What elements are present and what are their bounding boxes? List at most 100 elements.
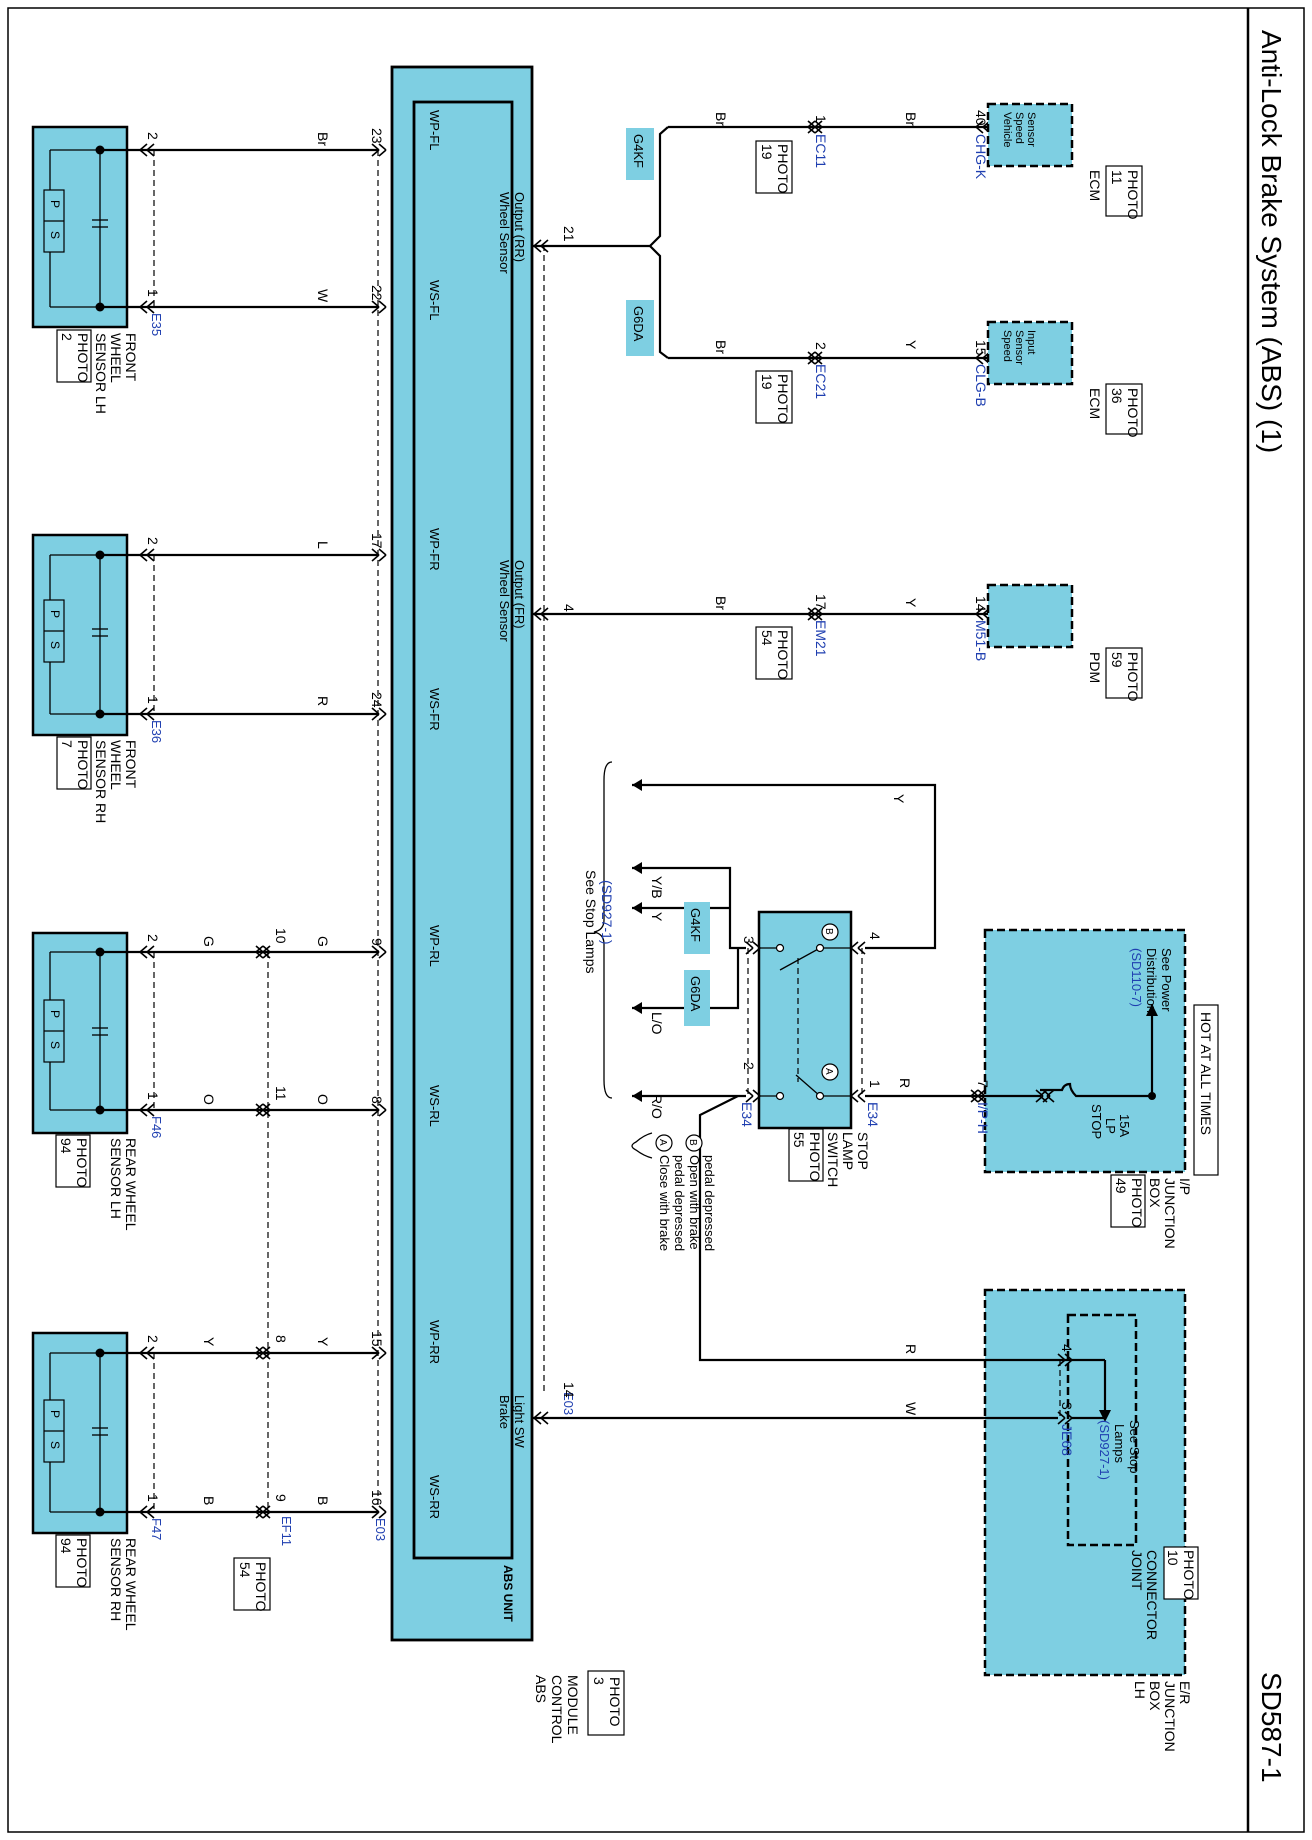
abs-pin-label-wp-rl: WP-RL (427, 925, 442, 967)
ecm2-pin: 15 (973, 340, 989, 356)
switch-name-2: LAMP (840, 1132, 856, 1170)
abs-module-name-1: ABS (533, 1675, 549, 1703)
front-wheel-sensor-lh: P S (31, 125, 129, 329)
pdm-wire-in: Y (903, 598, 919, 608)
er-pin-3: 3 (1059, 1402, 1075, 1410)
switch-wire-yb: Y/B (649, 876, 665, 899)
ef11-photo: PHOTO (253, 1562, 269, 1612)
abs-photo-box (587, 1670, 625, 1736)
fl-top-pin: 2 (145, 132, 161, 140)
pdm-em-photo-num: 54 (759, 630, 775, 646)
rr-bot-mid-wire: B (315, 1496, 331, 1505)
ecm1-inside-1: Vehicle (1001, 112, 1013, 147)
er-photo-num: 10 (1165, 1550, 1181, 1566)
abs-photo-num: 3 (591, 1677, 607, 1685)
ecm1-wire-in: Br (903, 112, 919, 126)
variant-g4kf-tag (626, 128, 654, 180)
switch-connector-top: E34 (865, 1102, 881, 1127)
ip-fuse-1: STOP (1089, 1104, 1104, 1139)
sensor-fl-s: S (48, 231, 62, 239)
sensor-rl-name-1: REAR WHEEL (123, 1138, 139, 1231)
ef11-connector: EF11 (279, 1516, 294, 1546)
legend-b-text-2: pedal depressed (702, 1155, 717, 1251)
abs-brake-sw-label-1: Brake (497, 1395, 512, 1429)
front-wheel-sensor-rh: P S (31, 533, 129, 737)
rr-top-wire: Y (201, 1337, 217, 1347)
abs-pin-label-ws-fr: WS-FR (427, 688, 442, 731)
ef11-photo-box (233, 1557, 271, 1611)
switch-pin-1: 1 (867, 1080, 883, 1088)
fl-top-wire: Br (315, 132, 331, 146)
pdm-wire-out: Br (713, 596, 729, 610)
abs-pin-14: 14 (561, 1382, 577, 1398)
sensor-fr-connector: E36 (149, 720, 164, 743)
abs-pin-label-ws-rl: WS-RL (427, 1085, 442, 1127)
abs-pin-label-wp-fr: WP-FR (427, 528, 442, 571)
pdm-photo-num: 59 (1109, 652, 1125, 668)
ecm2-body (986, 320, 1074, 386)
rr-top-mid-wire: Y (315, 1337, 331, 1347)
rr-top-mid-pin: 8 (273, 1335, 289, 1343)
sensor-rr-name-1: REAR WHEEL (123, 1538, 139, 1631)
abs-fr-output-label-2: Output (FR) (512, 560, 527, 629)
sensor-rl-s: S (48, 1041, 62, 1049)
ecm1-ec-pin: 1 (813, 115, 829, 123)
fr-bot-pin: 1 (145, 696, 161, 704)
abs-pin-label-wp-rr: WP-RR (427, 1320, 442, 1364)
fr-top-pin: 2 (145, 537, 161, 545)
er-name-2: JUNCTION (1162, 1681, 1178, 1752)
switch-name-1: STOP (855, 1132, 871, 1170)
ecm2-ec-photo: PHOTO (775, 374, 791, 424)
pdm-em-photo: PHOTO (775, 630, 791, 680)
rr-top-abs-pin: 15 (369, 1331, 385, 1347)
ecm2-wire-in: Y (903, 340, 919, 350)
abs-rr-output-label-1: Wheel Sensor (497, 192, 512, 274)
ecm1-name: ECM (1087, 170, 1103, 201)
ecm1-photo-num: 11 (1109, 170, 1125, 185)
ecm1-ec-photo-num: 19 (759, 144, 775, 160)
sensor-rr-connector: F47 (149, 1518, 164, 1540)
sensor-fr-p: P (48, 610, 62, 618)
pdm-em-connector: EM21 (813, 620, 829, 657)
rl-bot-pin: 1 (145, 1092, 161, 1100)
ip-photo: PHOTO (1129, 1178, 1145, 1228)
ecm2-ec-photo-num: 19 (759, 374, 775, 390)
page-frame (7, 7, 1305, 1833)
sensor-fl-name-1: FRONT (123, 333, 139, 382)
rr-bot-pin: 1 (145, 1494, 161, 1502)
sensor-fr-name-2: WHEEL (108, 740, 124, 790)
abs-rr-output-label-2: Output (RR) (512, 192, 527, 262)
ecm2-inside-2: Sensor (1013, 330, 1025, 365)
sensor-fr-photo-num: 7 (59, 740, 75, 748)
ip-see-power-2: Distribution (1144, 948, 1159, 1013)
ecm1-connector: CHG-K (973, 134, 989, 180)
rl-bot-mid-wire: O (315, 1094, 331, 1105)
abs-fr-output-label-1: Wheel Sensor (497, 560, 512, 642)
ecm2-wire-out: Br (713, 340, 729, 354)
fl-bot-pin: 1 (145, 289, 161, 297)
switch-wire-ro: R/O (649, 1094, 665, 1119)
sensor-fr-name-1: FRONT (123, 740, 139, 789)
ecm1-ec-connector: EC11 (813, 134, 829, 168)
variant-g6da: G6DA (631, 306, 646, 342)
ip-name-2: JUNCTION (1162, 1178, 1178, 1249)
rr-bot-mid-pin: 9 (273, 1494, 289, 1502)
hot-at-all-times: HOT AT ALL TIMES (1198, 1012, 1214, 1135)
pdm-name: PDM (1087, 652, 1103, 683)
rear-wheel-sensor-lh: P S (31, 931, 129, 1135)
joint-connector (1066, 1313, 1138, 1547)
switch-wire-lo: L/O (649, 1012, 665, 1035)
pdm-body (986, 583, 1074, 649)
switch-contact-a: A (823, 1068, 834, 1075)
ip-fuse-3: 15A (1117, 1114, 1132, 1137)
ecm1-body (986, 102, 1074, 168)
switch-variant-g4kf: G4KF (688, 908, 703, 942)
sensor-rr-name-2: SENSOR RH (108, 1538, 124, 1621)
variant-g4kf: G4KF (631, 134, 646, 168)
abs-pin-label-ws-rr: WS-RR (427, 1475, 442, 1519)
ip-name-1: I/P (1177, 1178, 1193, 1195)
pdm-connector: M51-B (973, 620, 989, 661)
legend-a-text-1: Close with brake (657, 1155, 672, 1251)
er-joint-2: CONNECTOR (1144, 1550, 1160, 1640)
rr-bot-abs-pin: 16 (369, 1490, 385, 1506)
